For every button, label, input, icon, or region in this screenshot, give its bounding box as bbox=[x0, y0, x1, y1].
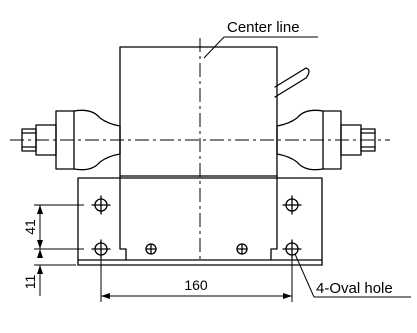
inner-body-outline bbox=[119, 175, 278, 261]
oval-hole-bottom-left bbox=[91, 239, 111, 259]
center-line-leader bbox=[203, 36, 225, 59]
center-line-label: Center line bbox=[227, 19, 300, 36]
oval-hole-top-right bbox=[282, 195, 302, 215]
main-body bbox=[119, 46, 278, 177]
dimension-160-label: 160 bbox=[184, 277, 208, 293]
oval-hole-top-left bbox=[91, 195, 111, 215]
base-plate bbox=[77, 177, 323, 261]
screw-left bbox=[145, 243, 157, 255]
oval-hole-label: 4-Oval hole bbox=[316, 280, 393, 297]
dimension-11-label: 11 bbox=[22, 275, 38, 290]
oval-hole-bottom-right bbox=[282, 239, 302, 259]
dimension-41-label: 41 bbox=[22, 219, 38, 235]
oval-hole-leader bbox=[294, 253, 315, 298]
screw-right bbox=[236, 243, 248, 255]
cable bbox=[274, 67, 310, 98]
